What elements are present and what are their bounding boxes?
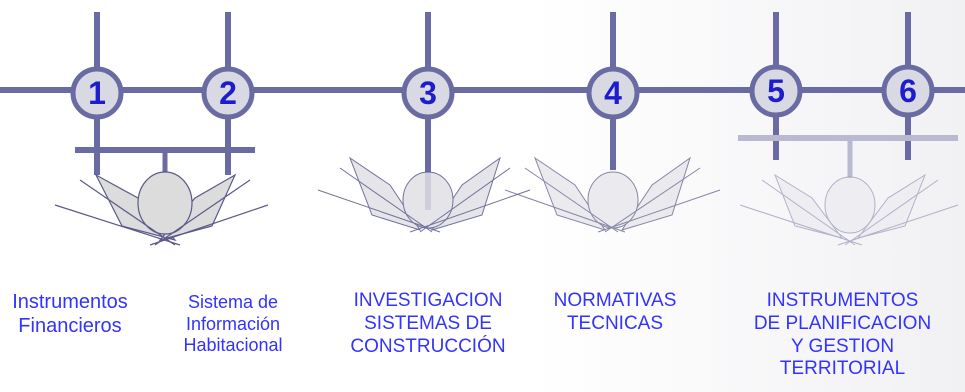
node-2-number: 2 [219, 75, 237, 111]
receiver-shape-3 [504, 156, 721, 233]
node-5-number: 5 [767, 73, 785, 109]
label-line: Instrumentos [12, 291, 128, 313]
node-1-number: 1 [88, 75, 106, 111]
receiver-shape-1 [54, 171, 269, 246]
node-3: 3 [401, 66, 455, 120]
label-line: SISTEMAS DE [364, 312, 492, 334]
label-line: CONSTRUCCIÓN [350, 335, 506, 357]
node-1: 1 [70, 66, 124, 120]
node-4: 4 [586, 66, 640, 120]
label-line: Financieros [18, 315, 122, 337]
label-line: Habitacional [183, 335, 283, 356]
label-line: INVESTIGACION [353, 290, 503, 311]
label-investigacion-sistemas-construccion: INVESTIGACION SISTEMAS DE CONSTRUCCIÓN [328, 290, 528, 358]
node-3-number: 3 [419, 75, 437, 111]
label-line: TECNICAS [566, 312, 664, 334]
node-6-number: 6 [899, 73, 917, 109]
node-5: 5 [749, 64, 803, 118]
label-line: NORMATIVAS [553, 290, 677, 311]
label-line: DE PLANIFICACION [753, 312, 932, 334]
label-instrumentos-financieros: Instrumentos Financieros [0, 290, 140, 338]
node-2: 2 [201, 66, 255, 120]
label-line: Información [185, 313, 281, 334]
label-normativas-tecnicas: NORMATIVAS TECNICAS [540, 290, 690, 336]
node-6: 6 [881, 64, 935, 118]
receiver-shape-2 [317, 156, 531, 233]
node-4-number: 4 [604, 75, 622, 111]
label-instrumentos-planificacion-gestion: INSTRUMENTOS DE PLANIFICACION Y GESTION … [720, 290, 965, 381]
label-line: INSTRUMENTOS [766, 290, 919, 311]
label-line: TERRITORIAL [779, 358, 906, 380]
label-line: Y GESTION [790, 335, 895, 357]
label-sistema-informacion-habitacional: Sistema de Información Habitacional [168, 292, 298, 357]
receiver-shape-4 [739, 173, 959, 246]
label-line: Sistema de [187, 292, 279, 312]
